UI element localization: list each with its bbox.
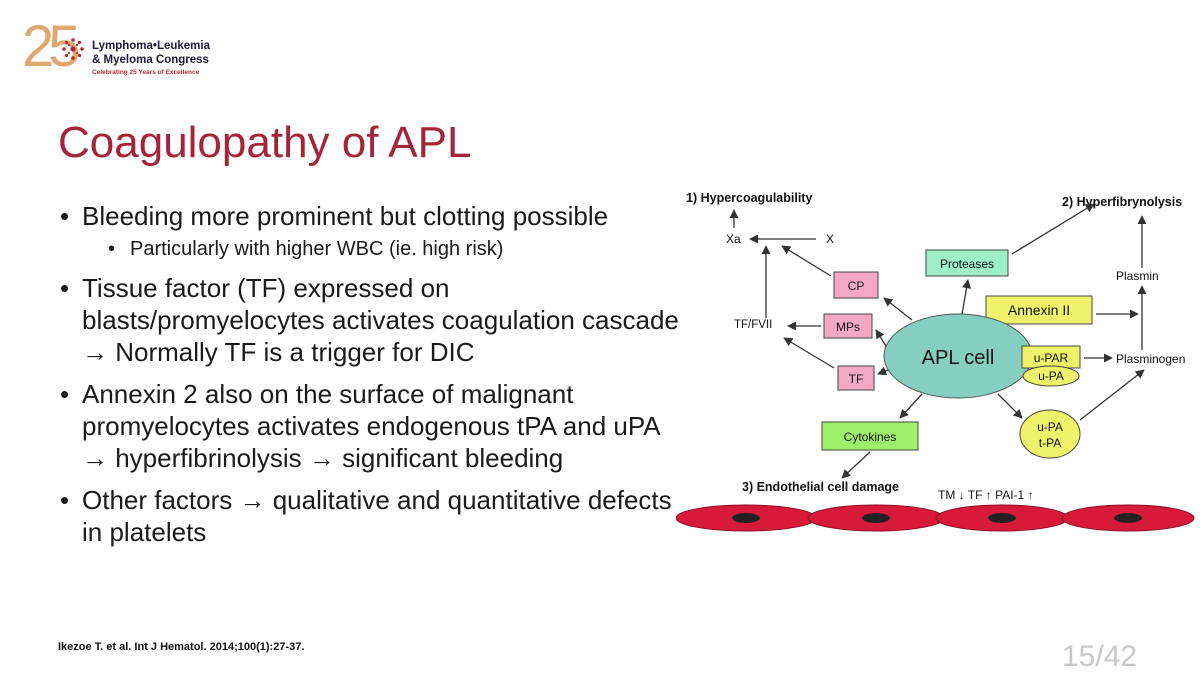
arrow-cp-to-xa (781, 245, 832, 277)
heading-endothelial-damage: 3) Endothelial cell damage (742, 480, 899, 494)
heading-hypercoagulability: 1) Hypercoagulability (686, 191, 812, 205)
bullet-item: Bleeding more prominent but clotting pos… (60, 200, 680, 262)
label-upa: u-PA (1038, 369, 1064, 383)
box-tf (837, 365, 875, 391)
ellipse-upa (1022, 365, 1080, 387)
ellipse-upa-tpa (1019, 409, 1081, 459)
logo-line2: & Myeloma Congress (92, 54, 209, 66)
label-plasminogen: Plasminogen (1116, 352, 1185, 366)
cell-nucleus (988, 513, 1016, 523)
bullet-item: Other factors → qualitative and quantita… (60, 484, 680, 548)
arrow-apl-to-cp (883, 297, 913, 321)
label-cytokines: Cytokines (844, 430, 897, 444)
box-proteases (925, 249, 1009, 277)
label-proteases: Proteases (940, 257, 994, 271)
apl-coagulopathy-diagram: 1) Hypercoagulability 2) Hyperfibrynolys… (676, 191, 1195, 532)
endothelial-cells (676, 504, 1195, 532)
arrow-tf-to-tffvii (783, 337, 835, 369)
bullet-text: Bleeding more prominent but clotting pos… (82, 201, 609, 231)
citation: Ikezoe T. et al. Int J Hematol. 2014;100… (58, 641, 305, 653)
bullet-text: Annexin 2 also on the surface of maligna… (82, 379, 660, 473)
box-annexin (985, 295, 1093, 325)
label-annexin: Annexin II (1008, 302, 1070, 318)
box-mps (823, 313, 873, 339)
label-markers: TM ↓ TF ↑ PAI-1 ↑ (938, 488, 1034, 502)
arrow-tpa-to-plasminogen (1079, 369, 1145, 421)
label-cp: CP (848, 279, 865, 293)
arrow-proteases-to-hyperfibrinolysis (1011, 203, 1095, 255)
slide-title: Coagulopathy of APL (58, 118, 472, 167)
label-xa: Xa (726, 232, 741, 246)
bullet-item: Annexin 2 also on the surface of maligna… (60, 378, 680, 474)
label-mps: MPs (836, 320, 860, 334)
cell-nucleus (732, 513, 760, 523)
arrow-cytokines-to-endothelial (841, 451, 871, 479)
label-apl-cell: APL cell (922, 347, 995, 369)
logo-tagline: Celebrating 25 Years of Excellence (92, 69, 200, 76)
logo-number: 25 (22, 14, 80, 79)
label-upar: u-PAR (1034, 351, 1069, 365)
label-x: X (826, 232, 834, 246)
logo-dots-icon (62, 38, 84, 60)
bullet-item: Tissue factor (TF) expressed on blasts/p… (60, 272, 680, 368)
arrow-apl-to-upa-tpa (997, 393, 1023, 419)
label-tpa: t-PA (1039, 436, 1061, 450)
box-cp (833, 271, 879, 299)
label-plasmin: Plasmin (1116, 269, 1159, 283)
logo-line1: Lymphoma•Leukemia (92, 40, 210, 52)
label-upa2: u-PA (1037, 420, 1063, 434)
arrow-apl-to-proteases (961, 279, 972, 315)
box-cytokines (821, 421, 919, 451)
arrow-apl-to-mps (875, 329, 887, 347)
page-number: 15/42 (1062, 640, 1138, 673)
heading-hyperfibrinolysis: 2) Hyperfibrynolysis (1062, 195, 1182, 209)
bullet-text: Tissue factor (TF) expressed on blasts/p… (82, 273, 679, 367)
sub-bullet-text: Particularly with higher WBC (ie. high r… (82, 236, 680, 262)
label-tf-fvii: TF/FVII (734, 319, 772, 331)
arrow-apl-to-tf (877, 366, 889, 376)
congress-logo: 25 Lymphoma•Leukemia & Myeloma Congress … (22, 14, 222, 82)
bullet-list: Bleeding more prominent but clotting pos… (60, 200, 680, 558)
cell-nucleus (862, 513, 890, 523)
label-tf: TF (849, 372, 864, 386)
arrow-apl-to-cytokines (899, 393, 923, 419)
bullet-text: Other factors → qualitative and quantita… (82, 485, 672, 547)
cell-nucleus (1114, 513, 1142, 523)
